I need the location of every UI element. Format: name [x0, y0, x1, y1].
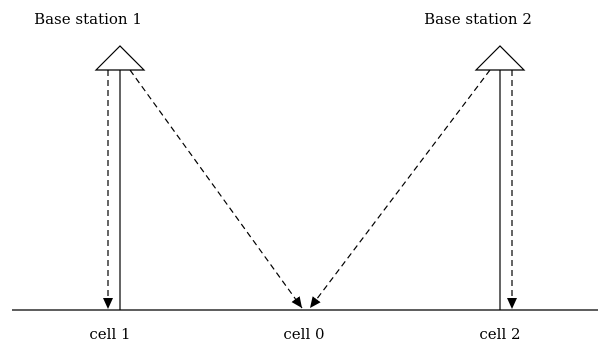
cell-2-label: cell 2	[479, 325, 520, 343]
cell-0-label: cell 0	[283, 325, 324, 343]
base-station-2-antenna-icon	[474, 45, 526, 71]
base-station-1-antenna-icon	[94, 45, 146, 71]
dashed-arrow-station-1-to-cell-0	[129, 69, 303, 309]
base-station-2-label: Base station 2	[424, 10, 532, 28]
base-station-1-label: Base station 1	[34, 10, 142, 28]
dashed-arrow-station-2-to-cell-0	[309, 69, 491, 309]
cell-1-label: cell 1	[89, 325, 130, 343]
